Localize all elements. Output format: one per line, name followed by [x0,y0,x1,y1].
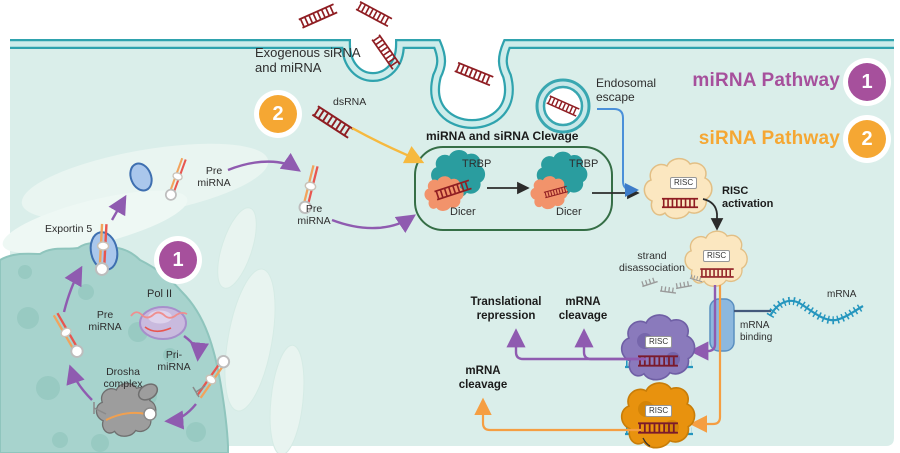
mirna-risc-arrow [689,285,717,361]
risc1-tag: RISC [670,177,698,190]
nascent-rna-strand [130,311,188,319]
pre-mirna-middle-label: Pre miRNA [297,203,331,228]
primirna-to-drosha-arrow [164,403,197,430]
risc2-tag: RISC [703,250,731,263]
step1-badge: 1 [159,241,197,279]
drosha-complex-label: Drosha complex [103,366,143,391]
premirna-to-dicer-arrow [331,214,416,233]
endosomal-escape-line [597,108,639,197]
drosha-to-premirna-arrow [66,364,93,401]
pol2-to-primirna-arrow [183,335,209,362]
mirna-cleavage-arrow [574,328,646,361]
mrna-label: mRNA [827,289,857,300]
translational-repression-arrow [506,328,646,361]
exportin5-label: Exportin 5 [45,223,93,235]
mrna-strand [766,296,866,325]
plasma-membrane [10,39,894,129]
sirna-to-dicer-arrow [351,126,425,164]
trbp2-label: TRBP [569,158,599,170]
mrna-binding-channel [709,298,735,352]
pol2-polymerase [130,306,188,340]
mirna-pathway-title: miRNA Pathway [692,70,840,91]
risc-activation-label: RISC activation [722,185,774,210]
exportin-export-arrow [108,194,127,221]
dicer2-label: Dicer [556,206,582,218]
sirna-cleavage-arrow [474,397,641,432]
cleavage-box [414,146,613,231]
translational-repression-label: Translational repression [470,296,542,322]
sirna-pathway-title: siRNA Pathway [698,128,840,149]
step2-badge: 2 [259,95,297,133]
mrna-binding-label: mRNA binding [740,320,773,343]
trbp1-label: TRBP [462,158,492,170]
exportin5 [89,222,119,277]
strand-disassociation-label: strand disassociation [619,250,685,275]
exogenous-label: Exogenous siRNA and miRNA [255,45,361,76]
pre-mirna-nucleus-label: Pre miRNA [88,309,122,334]
mirna-pathway-badge: 1 [848,63,886,101]
drosha-complex [93,382,159,437]
pri-mirna [192,352,233,402]
risc3-tag: RISC [645,336,673,349]
endosome [535,78,591,134]
dsrna-label: dsRNA [333,96,367,108]
cleavage-box-title: miRNA and siRNA Clevage [426,129,579,143]
exportin5-free [129,162,153,192]
sirna-risc-arrow [689,285,722,433]
mrna-cleavage-sirna-label: mRNA cleavage [458,365,508,391]
premirna-transport-arrow [227,152,301,172]
pri-mirna-label: Pri- miRNA [157,349,191,374]
mrna-cleavage-mirna-label: mRNA cleavage [558,296,608,322]
dicer1-label: Dicer [450,206,476,218]
risc-activation-arrow [702,198,724,231]
pol2-label: Pol II [147,288,173,300]
endosomal-escape-label: Endosomal escape [596,76,657,105]
premirna-to-exportin-arrow [62,265,83,313]
sirna-pathway-badge: 2 [848,120,886,158]
pre-mirna-cytosol-label: Pre miRNA [197,165,231,190]
risc4-tag: RISC [645,405,673,418]
